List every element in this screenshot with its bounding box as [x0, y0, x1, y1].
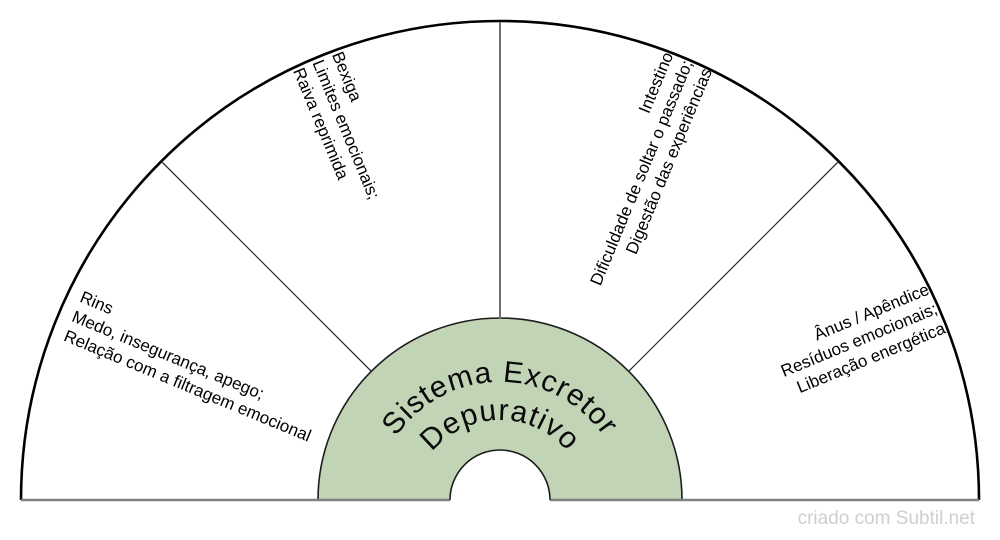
watermark: criado com Subtil.net: [797, 508, 975, 529]
dome-notch: [449, 449, 551, 501]
divider-line-left: [160, 160, 372, 372]
divider-line-right: [628, 160, 840, 372]
outer-arc: [19, 19, 981, 501]
